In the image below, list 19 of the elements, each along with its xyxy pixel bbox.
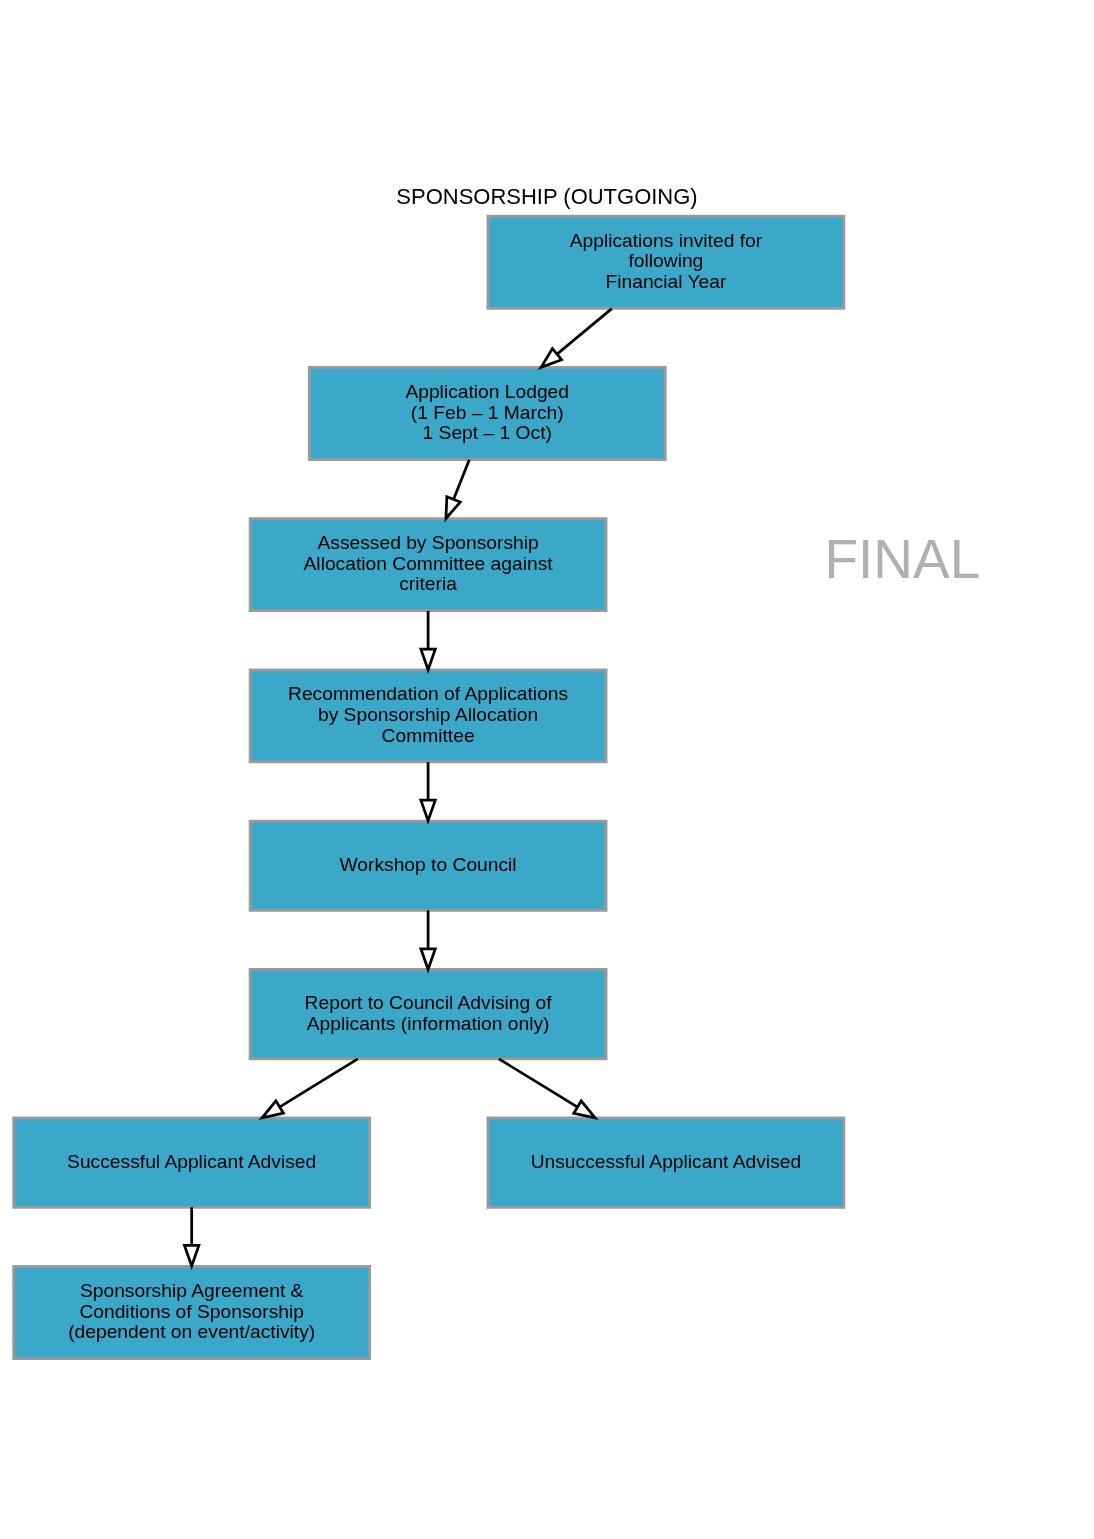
arrow bbox=[418, 762, 438, 825]
node-box: Application Lodged (1 Feb – 1 March) 1 Sept – 1 Oct) bbox=[307, 366, 667, 461]
node-box: Workshop to Council bbox=[248, 819, 608, 912]
arrow bbox=[537, 307, 613, 370]
diagram-title: SPONSORSHIP (OUTGOING) bbox=[396, 183, 698, 209]
node-box: Successful Applicant Advised bbox=[12, 1116, 372, 1209]
label: FINAL bbox=[824, 528, 981, 591]
arrow bbox=[418, 611, 438, 674]
node-box: Applications invited for following Financial Year bbox=[486, 214, 846, 310]
arrow bbox=[498, 1057, 599, 1120]
node-box: Sponsorship Agreement & Conditions of Sponsorship (dependent on event/activity) bbox=[12, 1265, 372, 1360]
node-box: Unsuccessful Applicant Advised bbox=[486, 1116, 846, 1209]
arrow bbox=[258, 1057, 359, 1121]
node-box: Recommendation of Applications by Sponsorship Allocation Committee bbox=[248, 668, 608, 764]
arrow bbox=[444, 459, 471, 523]
arrow bbox=[182, 1207, 201, 1271]
node-box: Report to Council Advising of Applicants (information only) bbox=[248, 968, 608, 1061]
node-box: Assessed by Sponsorship Allocation Committee against criteria bbox=[248, 517, 608, 613]
arrow bbox=[418, 910, 438, 974]
